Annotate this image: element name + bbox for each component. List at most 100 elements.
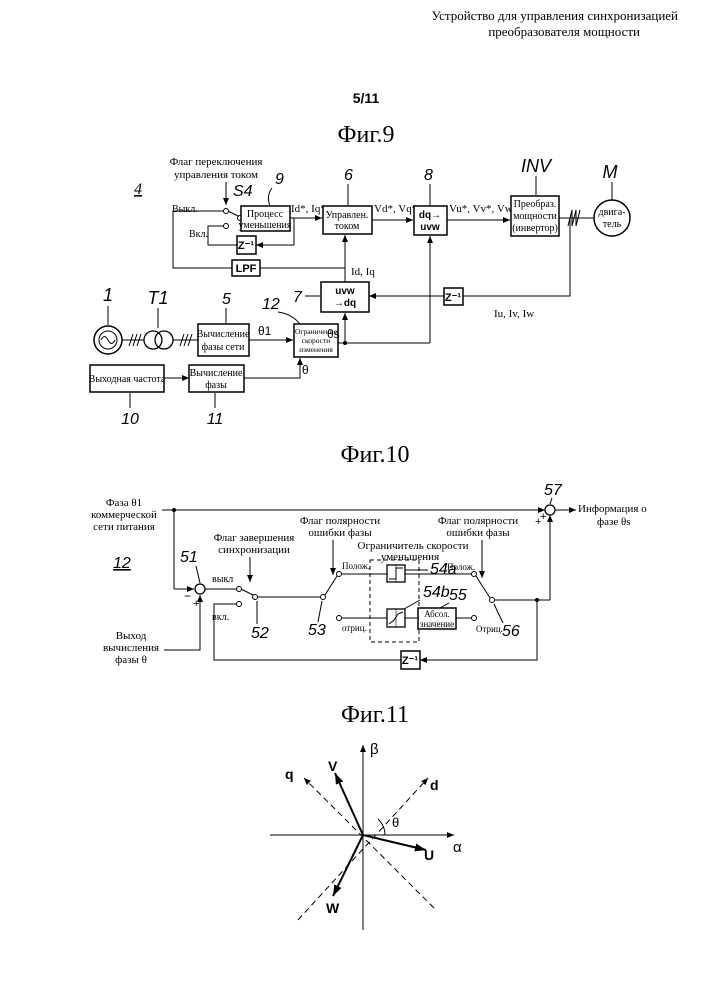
page-number: 5/11 xyxy=(353,90,380,106)
fig9-ref-10: 10 xyxy=(121,411,139,428)
fig10-ref-51: 51 xyxy=(180,549,198,566)
fig9-ref-7: 7 xyxy=(293,289,303,306)
fig10-56-pos-label: Полож. xyxy=(447,562,475,572)
fig10-switch-contact-off xyxy=(237,587,242,592)
fig9-delay-label-top: Z⁻¹ xyxy=(238,240,255,252)
fig11-u-label: U xyxy=(424,847,434,863)
figure-10: Фиг.10 Фаза θ1 коммерческой сети питания… xyxy=(91,442,647,669)
page-header: Устройство для управления синхронизацией… xyxy=(353,8,678,106)
fig9-switch-contact-off xyxy=(224,209,229,214)
fig10-53-common xyxy=(321,595,326,600)
fig9-switch-s4: Выкл. Вкл. xyxy=(172,204,243,240)
fig10-ref-55: 55 xyxy=(449,587,467,604)
fig9-phase-calc-line2: фазы xyxy=(205,380,227,391)
fig9-ref-5: 5 xyxy=(222,291,231,308)
fig10-53-neg-contact xyxy=(337,616,342,621)
fig10-ref-56-leader xyxy=(494,604,503,623)
fig9-theta-s-label: θs xyxy=(327,327,340,341)
fig9-grid-phase-block: 5 Вычисление фазы сети xyxy=(197,291,250,356)
fig10-abs-line1: Абсол. xyxy=(424,609,450,619)
fig10-51-plus: + xyxy=(193,598,199,610)
fig9-ref-12: 12 xyxy=(262,296,280,313)
fig11-q-axis xyxy=(304,778,434,908)
fig9-motor-line1: двига- xyxy=(598,207,625,218)
fig9-grid-phase-line2: фазы сети xyxy=(202,342,245,353)
fig9-wire-z1-to-switch-on xyxy=(208,226,237,245)
fig9-ref-s4: S4 xyxy=(233,183,253,200)
fig9-theta1-label: θ1 xyxy=(258,324,272,338)
fig9-output-frequency-label: Выходная частота xyxy=(89,374,166,385)
fig10-56-blade xyxy=(476,576,490,598)
fig10-56-pos-contact xyxy=(472,572,477,577)
fig9-ref-8: 8 xyxy=(424,167,433,184)
fig10-ref-block: 12 xyxy=(113,555,131,572)
fig9-current-control-line1: Управлен. xyxy=(326,210,369,221)
fig9-t1-three-phase-marks xyxy=(180,334,192,346)
fig9-ref-t1: T1 xyxy=(147,288,168,308)
fig10-polarity-flag2-line1: Флаг полярности xyxy=(438,515,518,527)
fig10-switch-53: Полож. отриц. 53 xyxy=(308,561,370,639)
fig10-junction-theta1 xyxy=(172,508,176,512)
fig10-summing-junction-57 xyxy=(545,505,555,515)
fig11-w-vector xyxy=(333,835,363,896)
fig9-dq-uvw-block: 8 dq→ uvw xyxy=(414,167,447,235)
fig10-input2-line2: вычисления xyxy=(103,642,159,654)
fig10-switch-off-label: выкл xyxy=(212,574,233,585)
fig9-phase-calc-block: Вычисление фазы 11 xyxy=(189,365,244,428)
header-title-line2: преобразователя мощности xyxy=(488,24,640,39)
fig9-uvw-dq-top: uvw xyxy=(335,286,355,297)
fig9-rate-limit-line3: изменения xyxy=(299,345,333,354)
fig10-output-line1: Информация о xyxy=(578,503,647,515)
header-title-line1: Устройство для управления синхронизацией xyxy=(431,8,678,23)
fig9-ref-11: 11 xyxy=(207,411,224,428)
fig10-input2-line3: фазы θ xyxy=(115,654,147,666)
fig11-u-vector xyxy=(363,835,426,850)
fig9-theta-label: θ xyxy=(302,363,309,377)
fig10-sync-flag-line2: синхронизации xyxy=(218,544,290,556)
fig10-polarity-flag-line2: ошибки фазы xyxy=(308,527,372,539)
fig9-flag-label-line1: Флаг переключения xyxy=(170,156,263,168)
fig11-theta-label: θ xyxy=(392,815,399,830)
fig9-inverter-line3: (инвертор) xyxy=(512,223,558,234)
fig9-ref-1: 1 xyxy=(103,285,113,305)
fig10-input2-line1: Выход xyxy=(116,630,147,642)
fig9-grid-phase-line1: Вычисление xyxy=(197,329,250,340)
fig9-switch-contact-on xyxy=(224,224,229,229)
fig10-ref-53-leader xyxy=(318,601,322,622)
fig9-ref-9: 9 xyxy=(275,171,284,188)
fig10-56-neg-label: Отриц. xyxy=(476,624,503,634)
fig10-53-pos-contact xyxy=(337,572,342,577)
fig11-theta-arc xyxy=(378,819,385,835)
fig9-output-frequency-block: Выходная частота 10 xyxy=(89,365,166,428)
fig11-w-label: W xyxy=(326,900,340,916)
fig9-ref-9-leader xyxy=(268,188,272,206)
fig9-current-control-block: 6 Управлен. током xyxy=(323,167,372,234)
fig10-abs-line2: значение xyxy=(420,619,454,629)
fig9-lpf-label: LPF xyxy=(236,263,257,275)
fig9-junction-theta-s xyxy=(343,341,347,345)
fig10-switch-contact-on xyxy=(237,602,242,607)
fig10-56-neg-contact xyxy=(472,616,477,621)
fig9-inverter-line2: мощности xyxy=(513,211,557,222)
fig10-ref-56: 56 xyxy=(502,623,520,640)
fig9-inverter-line1: Преобраз. xyxy=(514,199,557,210)
fig10-57-plus-bottom: + xyxy=(540,511,546,523)
fig9-ref-m: M xyxy=(603,162,618,182)
fig9-reduction-line1: Процесс xyxy=(247,209,284,220)
fig10-ref-51-leader xyxy=(196,566,200,583)
fig10-sync-flag-line1: Флаг завершения xyxy=(214,532,295,544)
fig11-v-label: V xyxy=(328,758,338,774)
fig10-53-neg-label: отриц. xyxy=(342,623,367,633)
fig10-switch-on-label: вкл. xyxy=(212,612,229,623)
fig9-id-iq-cmd: Id*, Iq* xyxy=(291,203,326,215)
fig10-input1-line1: Фаза θ1 xyxy=(106,497,142,509)
fig10-input1-line2: коммерческой xyxy=(91,509,157,521)
fig10-51-minus: − xyxy=(184,589,191,603)
fig9-current-control-line2: током xyxy=(335,221,360,232)
fig9-dq-uvw-top: dq→ xyxy=(419,210,441,221)
fig9-delay-label-right: Z⁻¹ xyxy=(445,292,462,304)
fig10-polarity-flag-line1: Флаг полярности xyxy=(300,515,380,527)
fig9-motor-circle xyxy=(594,200,630,236)
fig10-switch-blade xyxy=(241,589,253,595)
